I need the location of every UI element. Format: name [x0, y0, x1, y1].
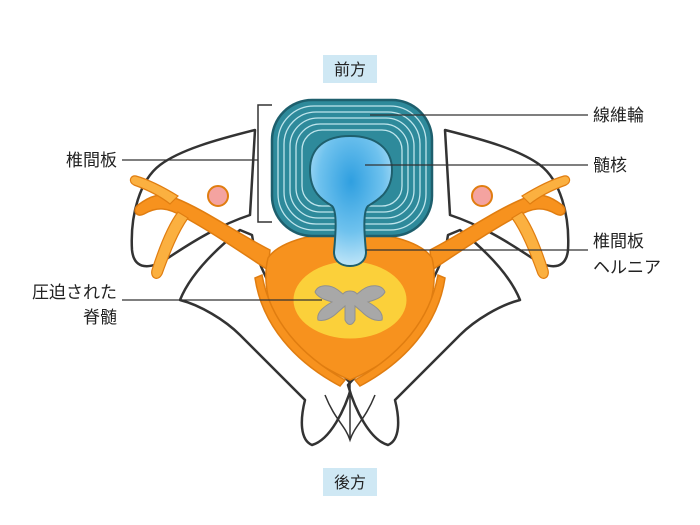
- left-nerve-root: [134, 194, 271, 272]
- left-nerve-ganglion: [207, 185, 229, 207]
- disc-bracket: [257, 104, 272, 223]
- left-transverse-process: [130, 128, 257, 268]
- right-ligamentum-flavum: [353, 273, 446, 387]
- back-tag: 後方: [323, 468, 377, 496]
- left-ligamentum-flavum: [254, 273, 347, 387]
- left-nerve-branch-lower: [151, 211, 189, 279]
- right-nerve-branch-lower: [511, 211, 549, 279]
- back-label: 後方: [334, 473, 366, 492]
- left-nerve-branch-upper: [129, 175, 179, 205]
- compressed-cord-label-line2: 脊髄: [83, 308, 117, 328]
- grey-matter: [314, 285, 386, 325]
- front-tag: 前方: [323, 55, 377, 83]
- leader-lines: [122, 114, 588, 301]
- herniation-label-line1: 椎間板: [593, 232, 644, 252]
- vertebra-outline: [130, 128, 570, 447]
- herniation-label-line2: ヘルニア: [593, 258, 661, 278]
- right-nerve-root: [429, 194, 566, 272]
- annulus-fibrosus-label: 線維輪: [593, 106, 644, 126]
- nucleus-pulposus-label: 髄核: [593, 156, 627, 176]
- front-label: 前方: [334, 60, 366, 79]
- disc-label: 椎間板: [66, 151, 117, 171]
- right-nerve-branch-upper: [521, 175, 571, 205]
- right-nerve-ganglion: [471, 185, 493, 207]
- compressed-cord-label-line1: 圧迫された: [32, 283, 117, 303]
- nucleus-pulposus: [308, 134, 394, 268]
